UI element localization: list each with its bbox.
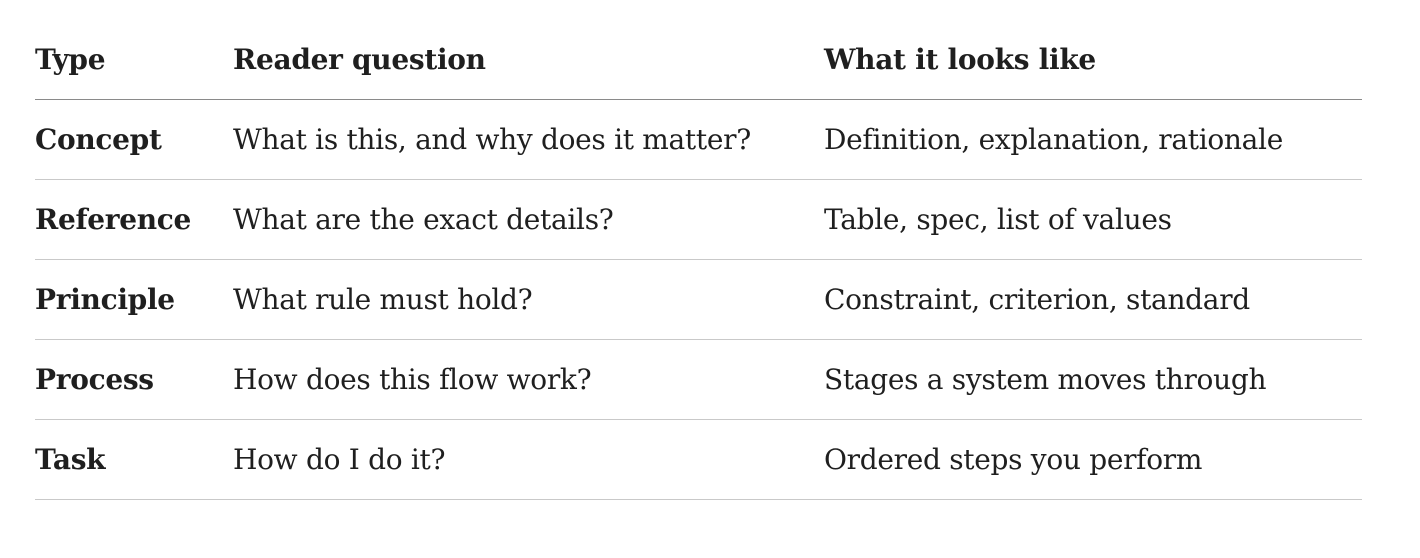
row-what-it-looks-like: Ordered steps you perform (824, 442, 1203, 476)
row-reader-question: What is this, and why does it matter? (233, 122, 751, 156)
row-type: Principle (35, 282, 175, 316)
row-what-it-looks-like: Stages a system moves through (824, 362, 1267, 396)
row-type: Reference (35, 202, 192, 236)
row-what-it-looks-like: Definition, explanation, rationale (824, 122, 1283, 156)
header-what-it-looks-like: What it looks like (824, 42, 1096, 76)
header-reader-question: Reader question (233, 42, 486, 76)
header-type: Type (35, 42, 106, 76)
row-type: Concept (35, 122, 162, 156)
table-row: Reference What are the exact details? Ta… (35, 180, 1362, 260)
content-types-table: Type Reader question What it looks like … (35, 20, 1362, 500)
row-what-it-looks-like: Table, spec, list of values (824, 202, 1172, 236)
row-type: Task (35, 442, 106, 476)
table-header-row: Type Reader question What it looks like (35, 20, 1362, 100)
table-row: Task How do I do it? Ordered steps you p… (35, 420, 1362, 500)
row-reader-question: How do I do it? (233, 442, 446, 476)
row-reader-question: What rule must hold? (233, 282, 533, 316)
row-reader-question: How does this flow work? (233, 362, 592, 396)
table-row: Concept What is this, and why does it ma… (35, 100, 1362, 180)
row-type: Process (35, 362, 154, 396)
row-what-it-looks-like: Constraint, criterion, standard (824, 282, 1250, 316)
table-row: Principle What rule must hold? Constrain… (35, 260, 1362, 340)
table-row: Process How does this flow work? Stages … (35, 340, 1362, 420)
row-reader-question: What are the exact details? (233, 202, 614, 236)
